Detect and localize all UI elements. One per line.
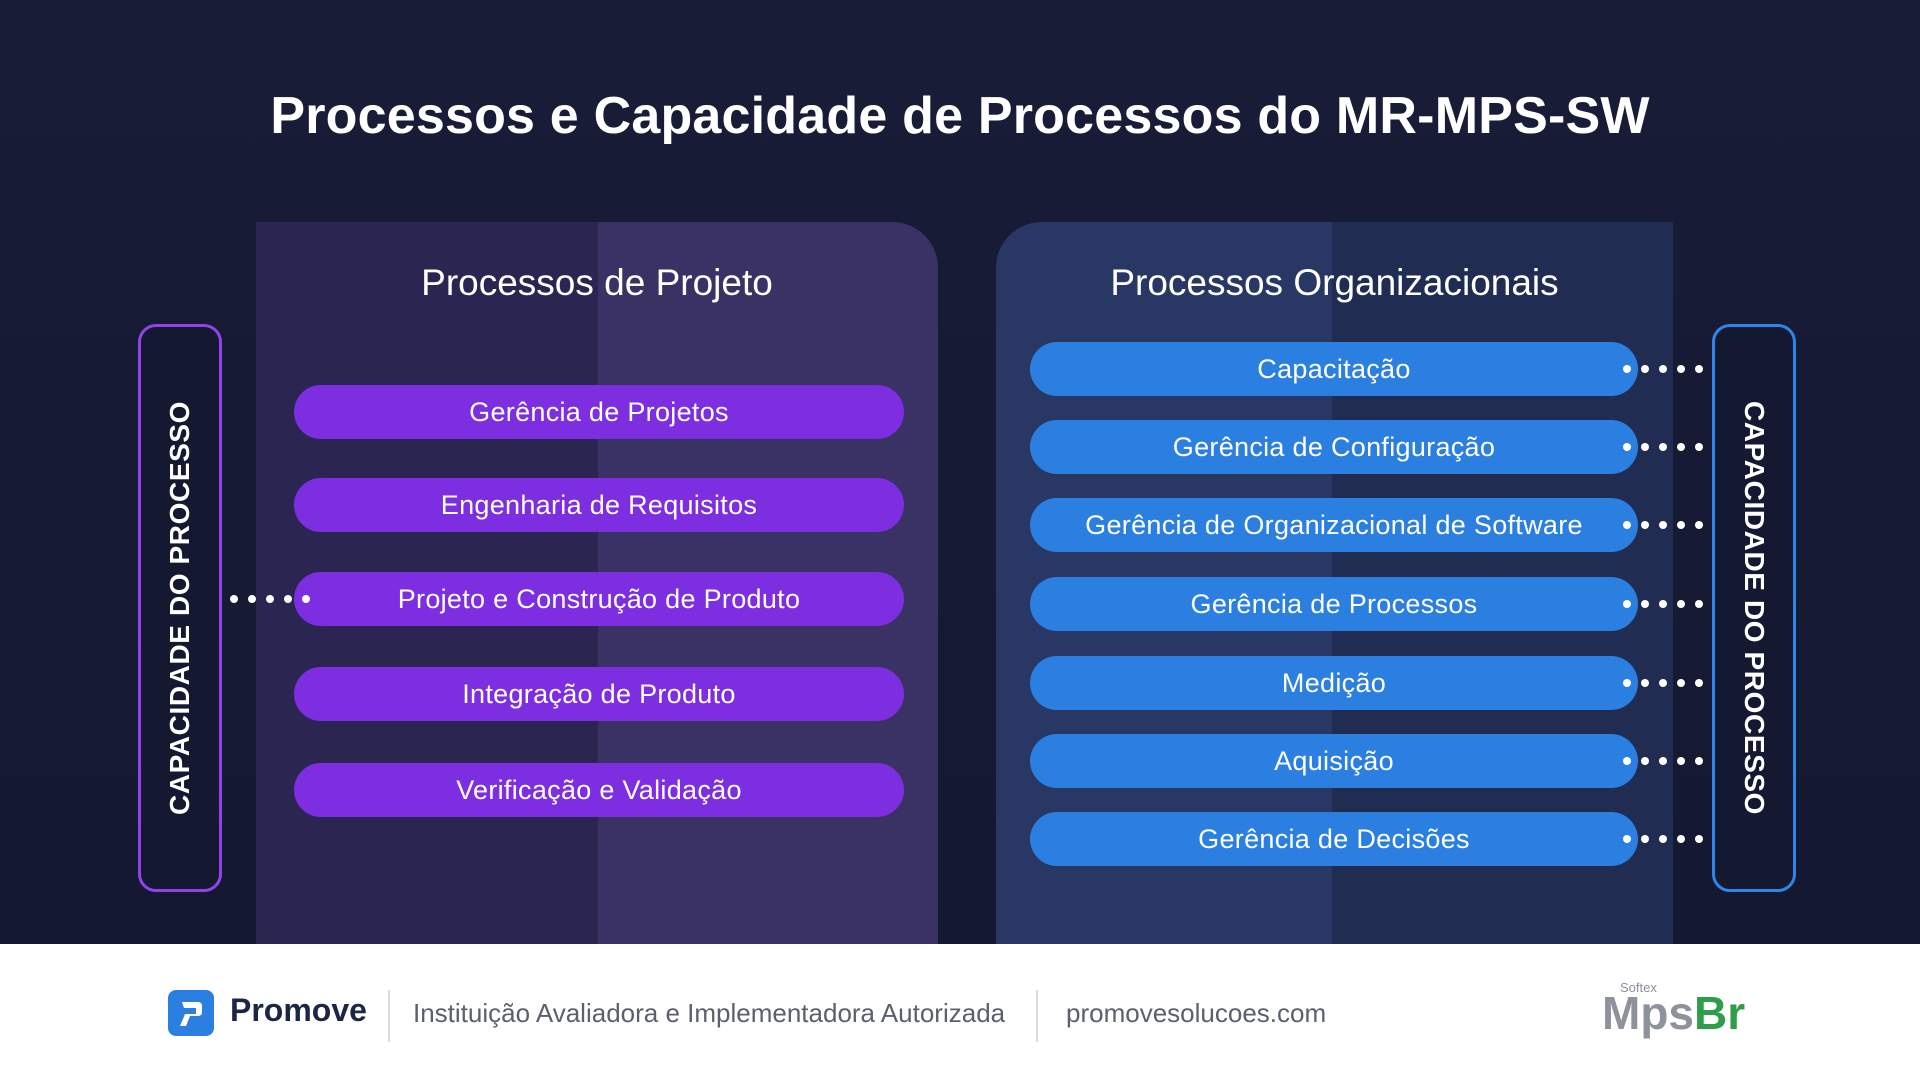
page-title: Processos e Capacidade de Processos do M…: [270, 87, 1650, 145]
dotted-connector: [1623, 757, 1703, 765]
organizational-process-pill: Gerência de Organizacional de Software: [1030, 498, 1638, 552]
dotted-connector: [1623, 521, 1703, 529]
dotted-connector: [1623, 679, 1703, 687]
dotted-connector: [1623, 600, 1703, 608]
project-process-pill: Projeto e Construção de Produto: [294, 572, 904, 626]
dotted-connector: [1623, 443, 1703, 451]
organizational-process-pill: Capacitação: [1030, 342, 1638, 396]
project-processes-title: Processos de Projeto: [421, 262, 773, 303]
dotted-connector: [1623, 365, 1703, 373]
organizational-process-pill: Gerência de Decisões: [1030, 812, 1638, 866]
capability-box-left: CAPACIDADE DO PROCESSO: [138, 324, 222, 892]
project-process-pill: Verificação e Validação: [294, 763, 904, 817]
footer-divider: [1036, 990, 1038, 1042]
organizational-process-pill: Gerência de Configuração: [1030, 420, 1638, 474]
footer-tagline: Instituição Avaliadora e Implementadora …: [413, 998, 1006, 1028]
organizational-process-pill: Aquisição: [1030, 734, 1638, 788]
project-process-pill: Integração de Produto: [294, 667, 904, 721]
project-process-pill: Engenharia de Requisitos: [294, 478, 904, 532]
capability-label: CAPACIDADE DO PROCESSO: [164, 400, 195, 816]
softex-label: Softex: [1620, 980, 1657, 995]
organizational-process-pill: Gerência de Processos: [1030, 577, 1638, 631]
promove-logo-icon: [168, 990, 214, 1036]
promove-brand: Promove: [230, 992, 367, 1028]
mpsbr-logo: MpsBr: [1602, 987, 1746, 1039]
dotted-connector: [1623, 835, 1703, 843]
footer: [0, 944, 1920, 1080]
project-process-pill: Gerência de Projetos: [294, 385, 904, 439]
dotted-connector: [230, 595, 310, 603]
footer-divider: [388, 990, 390, 1042]
capability-label: CAPACIDADE DO PROCESSO: [1739, 400, 1770, 816]
organizational-processes-title: Processos Organizacionais: [1110, 262, 1559, 303]
footer-website[interactable]: promovesolucoes.com: [1066, 998, 1327, 1028]
capability-box-right: CAPACIDADE DO PROCESSO: [1712, 324, 1796, 892]
organizational-process-pill: Medição: [1030, 656, 1638, 710]
